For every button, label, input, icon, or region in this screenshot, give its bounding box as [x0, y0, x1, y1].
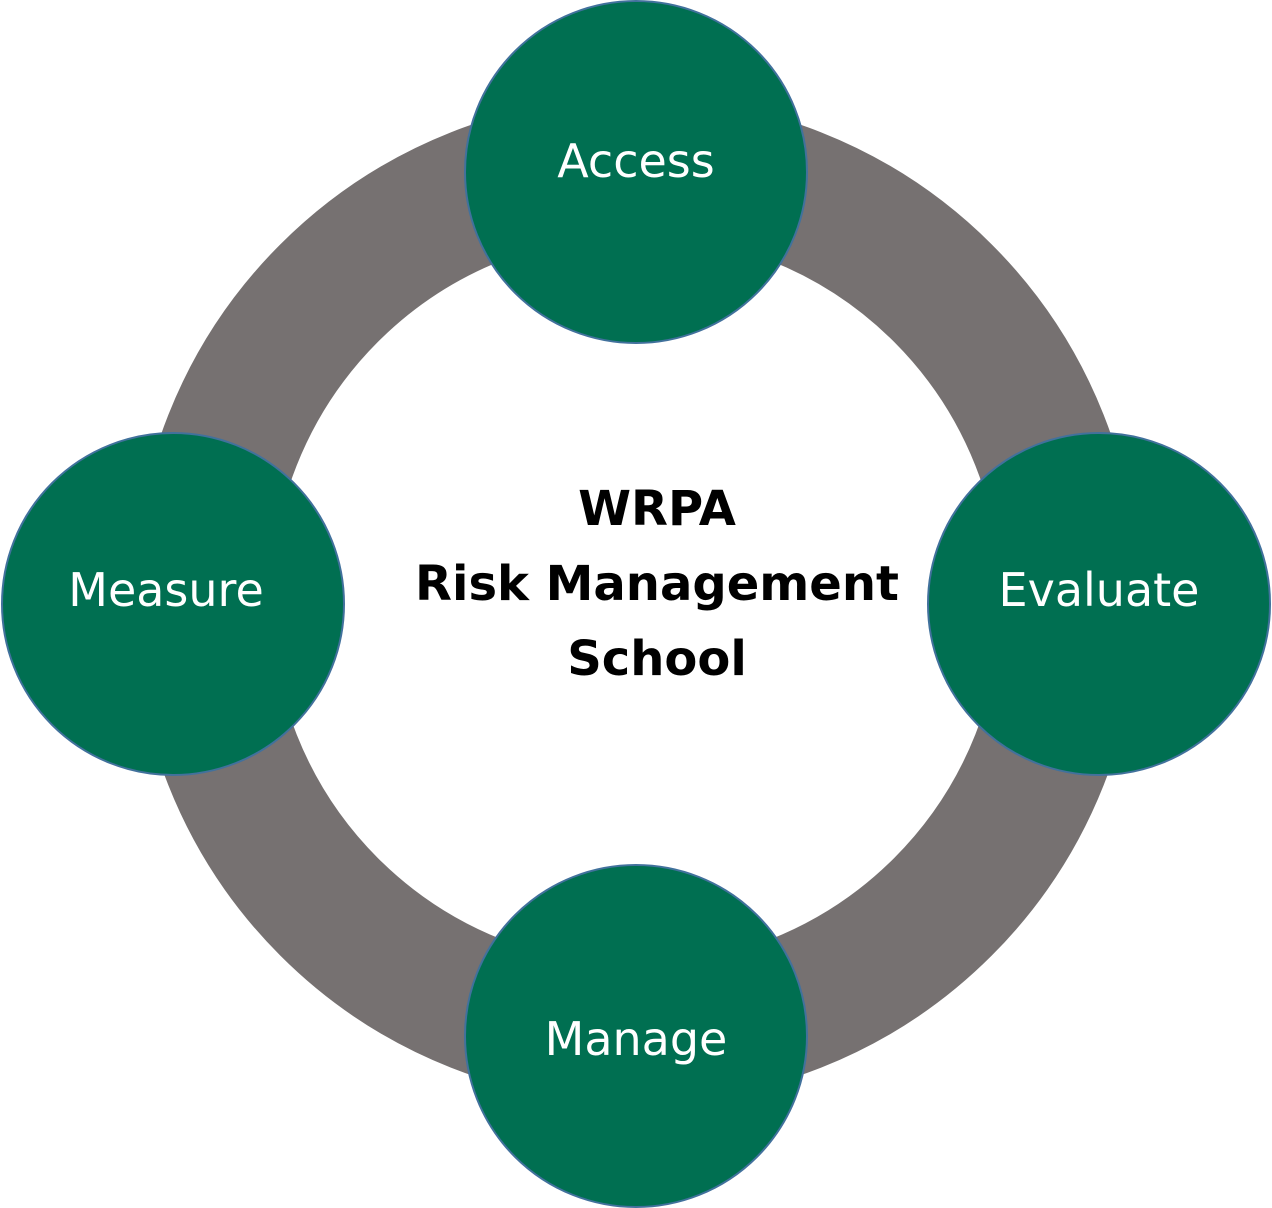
node-measure: Measure	[1, 432, 345, 776]
node-measure-label: Measure	[68, 563, 264, 617]
center-title: WRPA Risk Management School	[415, 481, 899, 687]
center-title-line1: WRPA	[578, 481, 736, 537]
node-access-circle	[464, 0, 808, 344]
node-manage-circle	[464, 864, 808, 1208]
node-evaluate-circle	[927, 432, 1271, 776]
node-measure-circle	[1, 432, 345, 776]
node-manage-label: Manage	[545, 1012, 728, 1066]
node-manage: Manage	[464, 864, 808, 1208]
node-access: Access	[464, 0, 808, 344]
node-evaluate: Evaluate	[927, 432, 1271, 776]
node-evaluate-label: Evaluate	[999, 563, 1200, 617]
node-access-label: Access	[557, 134, 714, 188]
center-title-line3: School	[567, 631, 747, 687]
center-title-line2: Risk Management	[415, 556, 899, 612]
